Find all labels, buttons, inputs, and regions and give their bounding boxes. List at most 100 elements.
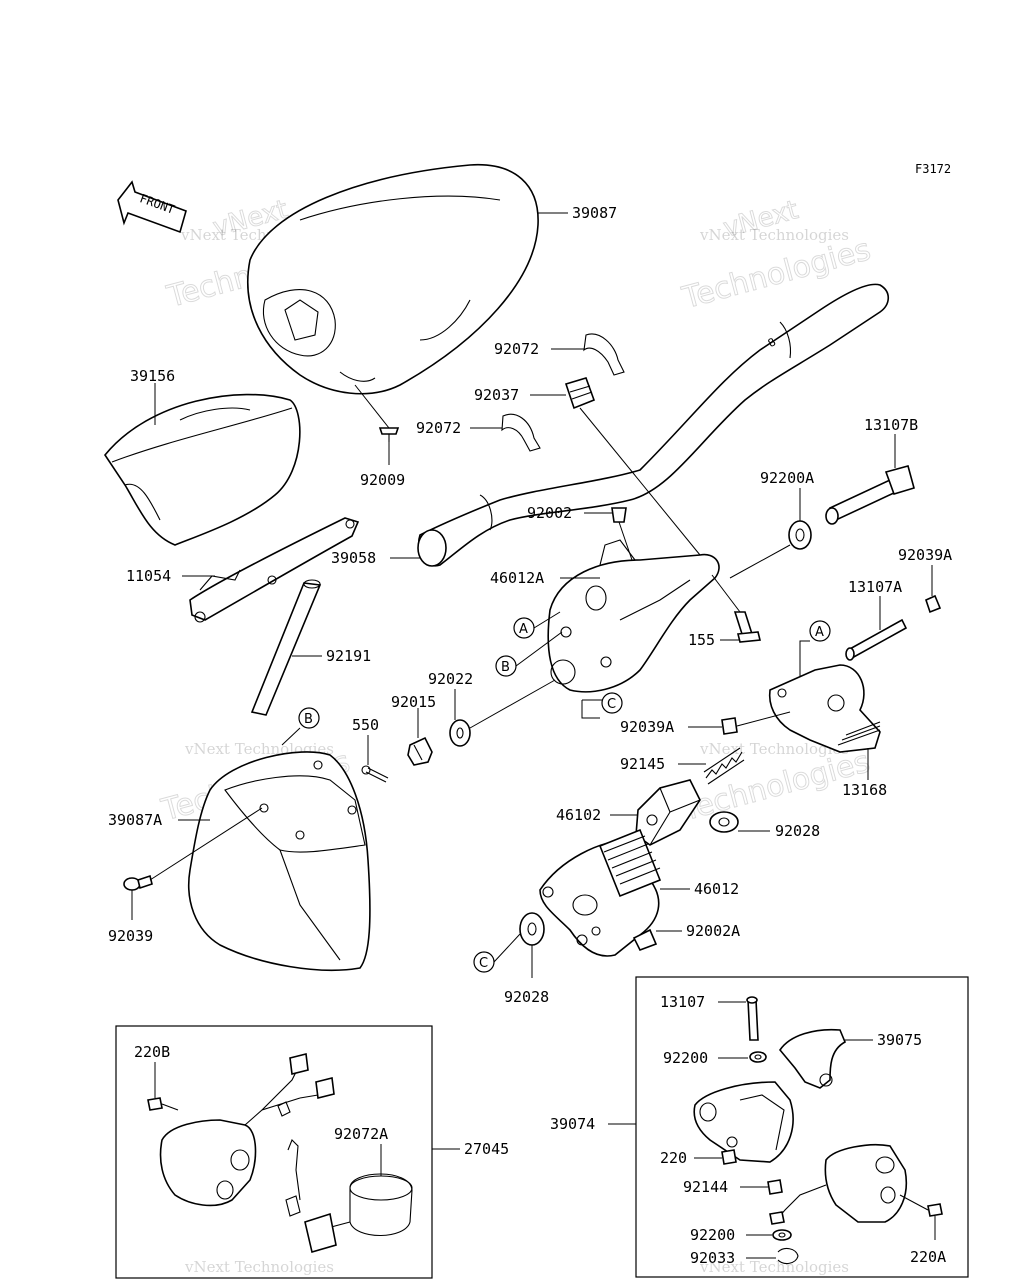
part-39075 xyxy=(779,1028,847,1089)
pin-13107A xyxy=(845,618,908,661)
watermark-text-2: vNext Technologies xyxy=(699,226,849,244)
callout-A-left: A xyxy=(513,611,561,639)
washer-92200-top xyxy=(749,1051,767,1063)
label-92015: 92015 xyxy=(391,693,436,711)
label-46012: 46012 xyxy=(694,880,739,898)
clamp-92072A xyxy=(285,1139,413,1254)
label-92145: 92145 xyxy=(620,755,665,773)
box-39074 xyxy=(635,976,969,1278)
label-39156: 39156 xyxy=(130,367,175,385)
clamp-92072-mid xyxy=(501,413,541,452)
label-92039A-right: 92039A xyxy=(898,546,952,564)
nut-92015 xyxy=(407,736,433,766)
switch-assembly-27045 xyxy=(159,1053,335,1207)
cotter-pin-550 xyxy=(361,765,389,783)
screw-92009 xyxy=(378,427,400,442)
label-92002A: 92002A xyxy=(686,922,740,940)
part-46102 xyxy=(635,779,701,846)
svg-text:A: A xyxy=(815,625,824,640)
washer-92028-bottom xyxy=(519,912,545,946)
label-39087: 39087 xyxy=(572,204,617,222)
label-92002: 92002 xyxy=(527,504,572,522)
front-arrow: FRONT xyxy=(117,180,187,234)
screw-220B xyxy=(147,1097,179,1111)
bolt-155 xyxy=(733,611,762,643)
screw-92039 xyxy=(123,874,153,891)
washer-92200-bottom xyxy=(772,1229,792,1241)
ring-92033 xyxy=(777,1247,799,1265)
holder-39074 xyxy=(693,1081,794,1163)
label-92022: 92022 xyxy=(428,670,473,688)
label-92028-bottom: 92028 xyxy=(504,988,549,1006)
washer-92028-right xyxy=(709,811,739,833)
clip-92037 xyxy=(564,377,596,410)
pin-13107 xyxy=(746,996,759,1041)
holder-46012 xyxy=(539,828,662,957)
watermark-text-4: vNext Technologies xyxy=(699,740,849,758)
washer-92200A xyxy=(788,520,812,550)
label-220B: 220B xyxy=(134,1043,170,1061)
label-92072-mid: 92072 xyxy=(416,419,461,437)
switch-220A xyxy=(769,1143,908,1225)
label-92039: 92039 xyxy=(108,927,153,945)
label-92028-right: 92028 xyxy=(775,822,820,840)
label-550: 550 xyxy=(352,716,379,734)
label-92033: 92033 xyxy=(690,1249,735,1267)
label-13107B: 13107B xyxy=(864,416,918,434)
svg-text:C: C xyxy=(479,956,488,971)
svg-text:B: B xyxy=(304,712,313,727)
label-39075: 39075 xyxy=(877,1031,922,1049)
watermark-text-6: vNext Technologies xyxy=(699,1258,849,1276)
screw-220A xyxy=(927,1203,943,1217)
label-46102: 46102 xyxy=(556,806,601,824)
rivet-92039A-right xyxy=(925,594,942,614)
label-39074: 39074 xyxy=(550,1115,595,1133)
label-13107: 13107 xyxy=(660,993,705,1011)
label-92072-top: 92072 xyxy=(494,340,539,358)
label-92072A: 92072A xyxy=(334,1125,388,1143)
label-39058: 39058 xyxy=(331,549,376,567)
bolt-92002 xyxy=(611,507,627,523)
label-13107A: 13107A xyxy=(848,578,902,596)
cover-39156 xyxy=(104,393,301,546)
bolt-13107B xyxy=(825,465,915,525)
rivet-92039A-mid xyxy=(721,717,738,735)
label-92144: 92144 xyxy=(683,1178,728,1196)
label-92037: 92037 xyxy=(474,386,519,404)
box-27045 xyxy=(115,1025,433,1279)
label-92200A: 92200A xyxy=(760,469,814,487)
label-39087A: 39087A xyxy=(108,811,162,829)
watermark-text-5: vNext Technologies xyxy=(184,1258,334,1276)
bracket-11054 xyxy=(189,517,360,623)
label-220: 220 xyxy=(660,1149,687,1167)
label-46012A: 46012A xyxy=(490,569,544,587)
spring-92145 xyxy=(703,747,745,785)
svg-text:A: A xyxy=(519,622,528,637)
washer-92022 xyxy=(449,719,471,747)
svg-text:B: B xyxy=(501,660,510,675)
label-13168: 13168 xyxy=(842,781,887,799)
figure-id: F3172 xyxy=(915,162,951,176)
callout-C-mid: C xyxy=(581,692,623,719)
handlebar-39058: 8 xyxy=(417,283,890,567)
clamp-92072-top xyxy=(583,333,625,376)
handlebar-cover-39087 xyxy=(247,164,539,395)
bolt-92002A xyxy=(632,928,658,952)
screw-220 xyxy=(721,1149,737,1165)
spring-92144 xyxy=(767,1179,783,1195)
label-92200-top: 92200 xyxy=(663,1049,708,1067)
rod-92191 xyxy=(250,579,322,716)
callout-A-right: A xyxy=(799,620,831,690)
label-92191: 92191 xyxy=(326,647,371,665)
lever-13168 xyxy=(768,664,881,753)
label-92009: 92009 xyxy=(360,471,405,489)
handle-holder-46012A xyxy=(547,539,720,693)
label-220A: 220A xyxy=(910,1248,946,1266)
label-27045: 27045 xyxy=(464,1140,509,1158)
callout-B-cover: B xyxy=(281,707,320,746)
callout-C-bottom: C xyxy=(473,933,521,973)
callout-B-left: B xyxy=(495,631,563,677)
cover-39087A xyxy=(188,751,371,972)
svg-text:C: C xyxy=(607,697,616,712)
